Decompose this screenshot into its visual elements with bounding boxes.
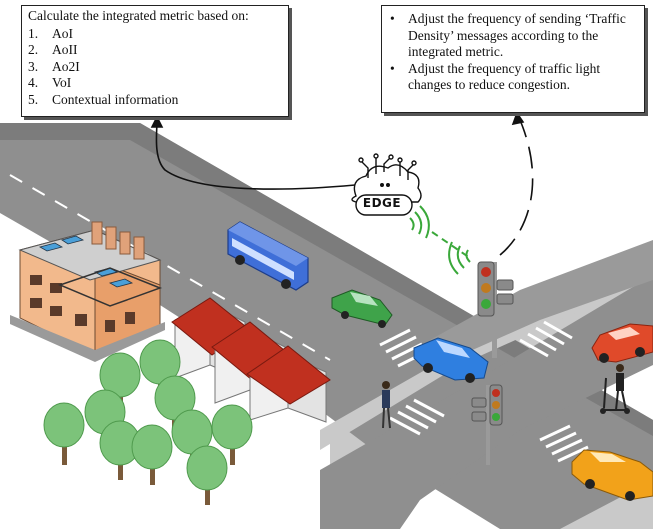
- signal-to-right-arrow: [499, 111, 534, 256]
- integrated-metric-callout: Calculate the integrated metric based on…: [21, 5, 289, 117]
- scooter-rider: [600, 364, 630, 414]
- action-callout: •Adjust the frequency of sending ‘Traffi…: [381, 5, 645, 113]
- taxi-car: [571, 449, 653, 501]
- red-car: [591, 323, 653, 363]
- houses: [171, 297, 331, 423]
- blue-car: [413, 337, 489, 383]
- edge-signal-icon: [409, 205, 471, 275]
- bus: [227, 221, 309, 291]
- metric-item: 2.AoII: [28, 42, 78, 57]
- edge-device-icon: [351, 153, 422, 216]
- edge-to-left-arrow: [150, 115, 356, 190]
- action-item: •Adjust the frequency of traffic light c…: [390, 60, 601, 93]
- trees: [43, 339, 253, 505]
- metric-item: 4.VoI: [28, 75, 72, 90]
- callout-title: Calculate the integrated metric based on…: [28, 8, 249, 23]
- traffic-light-secondary: [471, 384, 503, 465]
- pedestrian-woman: [382, 381, 391, 429]
- metric-item: 1.AoI: [28, 25, 73, 41]
- metric-item: 5.Contextual information: [28, 91, 179, 107]
- green-car: [331, 289, 393, 328]
- action-item: •Adjust the frequency of sending ‘Traffi…: [390, 11, 626, 59]
- action-list: •Adjust the frequency of sending ‘Traffi…: [390, 11, 636, 94]
- traffic-light-main: [477, 261, 514, 358]
- factory-building: [10, 221, 165, 362]
- edge-label: EDGE: [362, 196, 402, 210]
- metric-item: 3.Ao2I: [28, 58, 80, 74]
- metric-list: 1.AoI 2.AoII 3.Ao2I 4.VoI 5.Contextual i…: [28, 26, 282, 109]
